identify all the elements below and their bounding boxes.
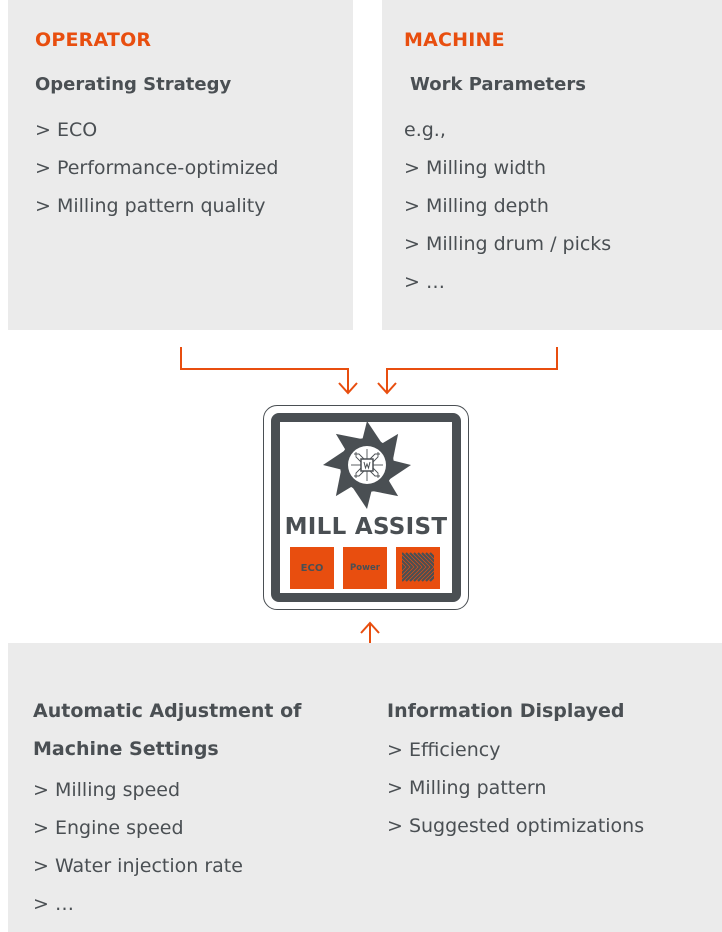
list-item: e.g., — [404, 119, 446, 141]
work-parameters-heading: Work Parameters — [410, 74, 586, 95]
operating-strategy-heading: Operating Strategy — [35, 74, 232, 95]
list-item: > ECO — [35, 119, 98, 141]
automatic-adjustment-heading: Automatic Adjustment of Machine Settings — [33, 692, 301, 768]
automatic-adjustment-heading-line1: Automatic Adjustment of — [33, 700, 302, 722]
operator-heading: OPERATOR — [35, 29, 152, 51]
list-item: > Engine speed — [33, 817, 184, 839]
list-item: > Milling drum / picks — [404, 233, 612, 255]
work-parameters-list: e.g., > Milling width > Milling depth > … — [404, 111, 611, 301]
automatic-adjustment-heading-line2: Machine Settings — [33, 738, 219, 760]
machine-connector-arrow — [377, 347, 558, 395]
results-panel: Automatic Adjustment of Machine Settings… — [8, 643, 722, 932]
milling-pattern-icon — [402, 552, 434, 582]
operator-connector-arrow — [180, 347, 358, 395]
operating-strategy-list: > ECO > Performance-optimized > Milling … — [35, 111, 279, 225]
list-item: > Performance-optimized — [35, 157, 279, 179]
machine-settings-list: > Milling speed > Engine speed > Water i… — [33, 771, 243, 923]
list-item: > Milling pattern quality — [35, 195, 266, 217]
milling-drum-chip-icon — [323, 421, 411, 509]
information-displayed-heading: Information Displayed — [387, 700, 625, 722]
list-item: > Milling depth — [404, 195, 549, 217]
machine-heading: MACHINE — [404, 29, 505, 51]
badge-inner-frame — [271, 413, 461, 602]
list-item: > Efficiency — [387, 739, 501, 761]
power-mode-button: Power — [343, 547, 387, 589]
list-item: > Milling speed — [33, 779, 181, 801]
operator-panel: OPERATOR Operating Strategy > ECO > Perf… — [8, 0, 353, 330]
list-item: > … — [33, 893, 74, 915]
information-displayed-list: > Efficiency > Milling pattern > Suggest… — [387, 731, 644, 845]
mill-assist-badge: MILL ASSIST ECO Power — [263, 405, 469, 610]
milling-pattern-button — [396, 547, 440, 589]
eco-mode-button: ECO — [290, 547, 334, 589]
list-item: > Milling width — [404, 157, 546, 179]
list-item: > Suggested optimizations — [387, 815, 645, 837]
list-item: > Water injection rate — [33, 855, 243, 877]
list-item: > Milling pattern — [387, 777, 547, 799]
machine-panel: MACHINE Work Parameters e.g., > Milling … — [382, 0, 722, 330]
mill-assist-title: MILL ASSIST — [284, 514, 448, 540]
list-item: > … — [404, 271, 445, 293]
